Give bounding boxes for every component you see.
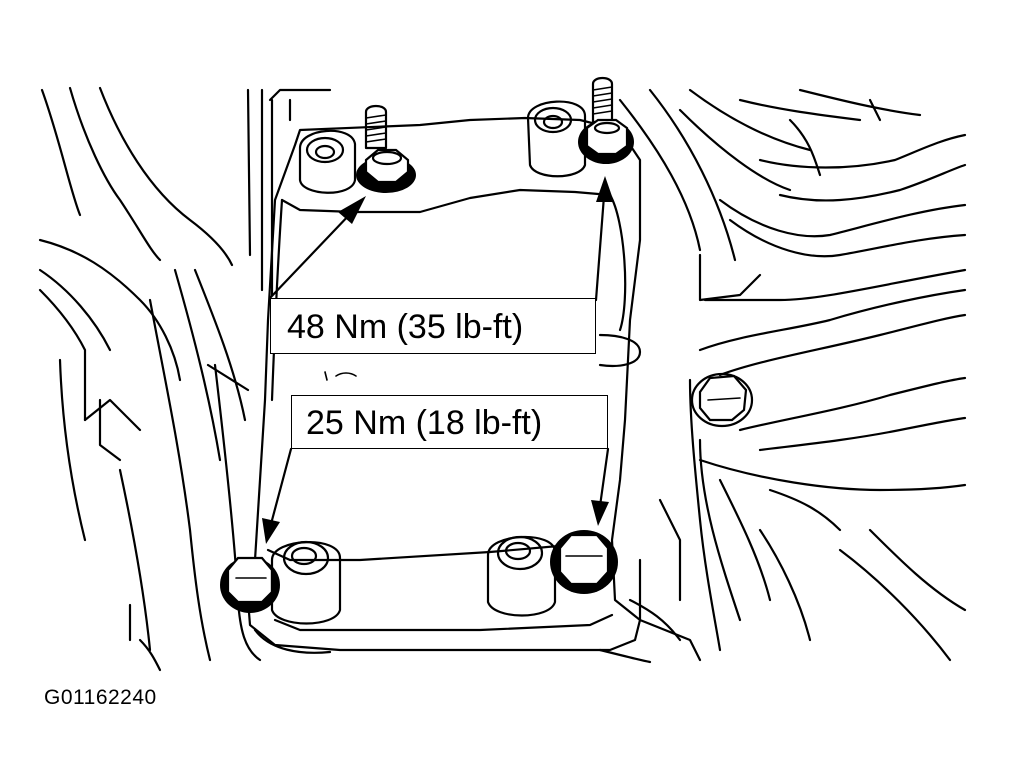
lower-right-bolt [550,530,618,594]
arrowhead-lower-left [262,518,280,544]
side-bolt [690,372,754,428]
arrowhead-upper-left [338,196,366,224]
upper-right-stud [578,76,634,164]
arrowhead-upper-right [596,176,614,202]
upper-torque-callout: 48 Nm (35 lb-ft) [270,298,596,354]
upper-right-boss [526,100,587,178]
arrowhead-lower-right [591,500,609,526]
figure-id: G01162240 [44,686,157,709]
upper-left-boss [298,129,357,194]
engine-surroundings [38,86,967,672]
lower-left-boss [270,540,342,625]
bracket-plate [246,116,642,652]
callout-leaders [262,176,614,544]
upper-left-stud [356,104,416,193]
lower-torque-callout: 25 Nm (18 lb-ft) [291,395,608,449]
